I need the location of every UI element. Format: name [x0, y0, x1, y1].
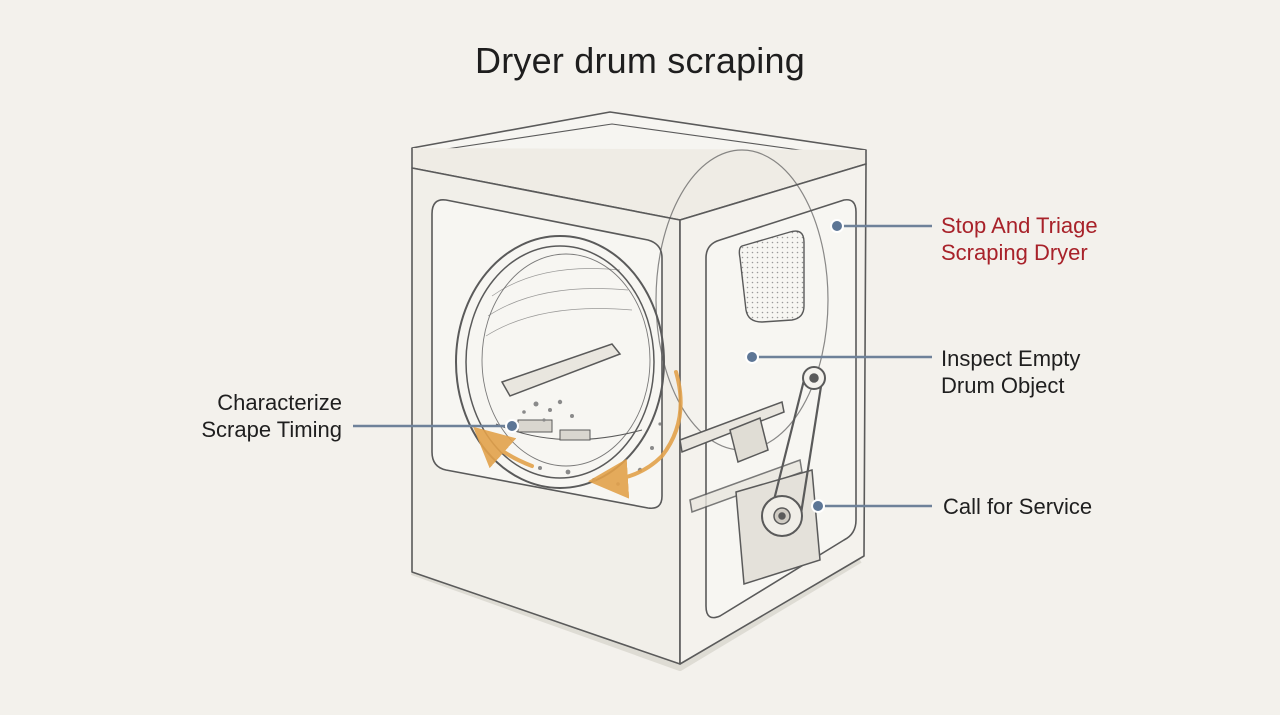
callout-characterize-scrape-timing: Characterize Scrape Timing	[150, 389, 342, 443]
callout-inspect-empty-drum: Inspect Empty Drum Object	[941, 345, 1080, 399]
drum	[455, 149, 829, 489]
motion-arrows	[473, 370, 683, 499]
diagram-title: Dryer drum scraping	[475, 40, 805, 81]
callout-call-for-service-line-1: Call for Service	[943, 494, 1093, 519]
callout-call-for-service: Call for Service	[943, 493, 1092, 520]
leader-dot-inspect-drum	[745, 350, 759, 364]
callout-inspect-empty-drum-line-2: Drum Object	[941, 373, 1065, 398]
lint-filter-panel	[738, 230, 805, 323]
leader-lines	[353, 224, 932, 508]
dryer-cabinet	[410, 111, 867, 671]
callout-stop-and-triage-line-1: Stop And Triage	[941, 213, 1098, 238]
drive-mechanism	[679, 366, 826, 585]
leader-dots	[505, 219, 844, 513]
leader-dot-call-service	[811, 499, 825, 513]
callout-stop-and-triage-line-2: Scraping Dryer	[941, 240, 1088, 265]
leader-dot-stop-triage	[830, 219, 844, 233]
leader-dot-characterize-timing	[505, 419, 519, 433]
callout-characterize-scrape-timing-line-2: Scrape Timing	[201, 417, 342, 442]
callout-characterize-scrape-timing-line-1: Characterize	[217, 390, 342, 415]
debris-particles	[522, 399, 662, 486]
callout-inspect-empty-drum-line-1: Inspect Empty	[941, 346, 1081, 371]
callout-stop-and-triage: Stop And Triage Scraping Dryer	[941, 212, 1098, 266]
